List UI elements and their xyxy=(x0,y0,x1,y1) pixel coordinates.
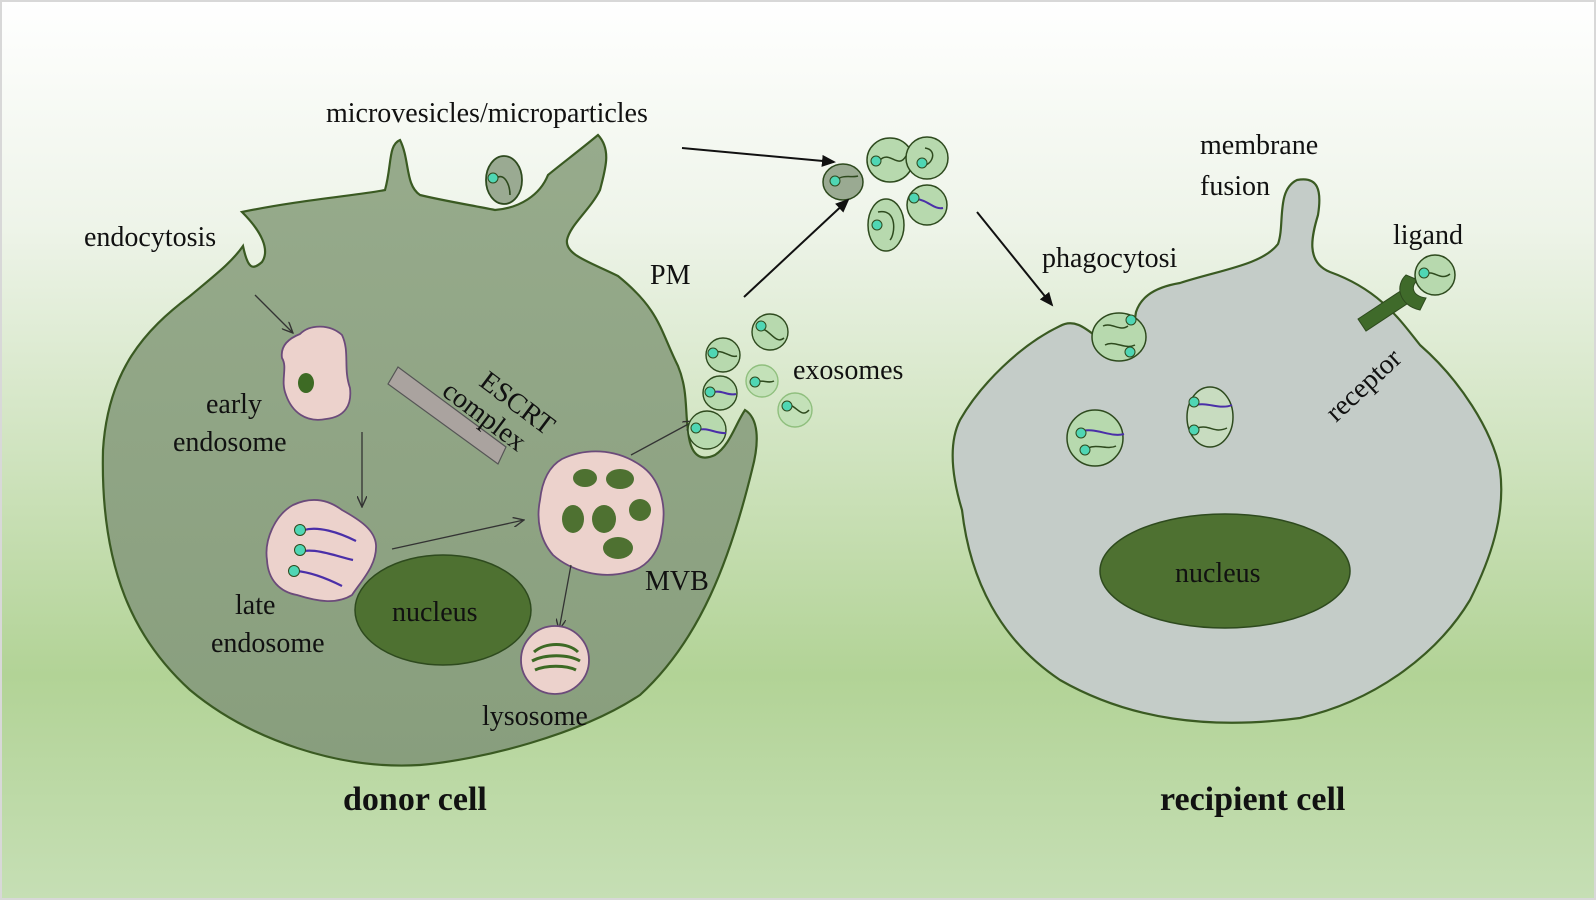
exosome xyxy=(702,375,738,411)
microvesicle xyxy=(822,163,864,201)
uptake-arrow xyxy=(976,211,1054,307)
label-fusion: fusion xyxy=(1200,171,1270,202)
mvb xyxy=(537,450,665,576)
label-exosomes: exosomes xyxy=(793,355,903,386)
exosome-cluster-donor xyxy=(687,313,813,450)
label-nucleus-recipient: nucleus xyxy=(1175,558,1261,589)
label-membrane: membrane xyxy=(1200,130,1318,161)
label-donor-cell: donor cell xyxy=(343,781,487,818)
internalized-exosome xyxy=(1066,409,1125,467)
exosome-release-arrow xyxy=(743,198,850,298)
label-early: early xyxy=(206,389,262,420)
lysosome xyxy=(520,625,590,695)
exosome xyxy=(751,313,789,351)
label-late: late xyxy=(235,590,275,621)
mvb-to-lysosome-arrow xyxy=(559,564,572,630)
early-endosome xyxy=(280,325,352,421)
donor-nucleus xyxy=(354,554,532,666)
recipient-nucleus xyxy=(1099,513,1351,629)
ligand-vesicle xyxy=(1414,254,1456,296)
escrt-complex-bar xyxy=(387,366,507,465)
phagocytosis-vesicle xyxy=(1091,312,1147,362)
label-ligand: ligand xyxy=(1393,220,1463,251)
donor-cell-membrane xyxy=(101,133,758,767)
microvesicle xyxy=(485,155,523,205)
label-mvb: MVB xyxy=(645,566,709,597)
label-phagocytosis: phagocytosi xyxy=(1042,243,1178,274)
exosome xyxy=(867,198,905,252)
exosome xyxy=(906,184,948,226)
vesicle-cluster-transit xyxy=(822,136,949,252)
label-nucleus-donor: nucleus xyxy=(392,597,478,628)
exosome xyxy=(905,136,949,180)
exosome xyxy=(777,392,813,428)
receptor xyxy=(1357,274,1427,332)
label-endocytosis: endocytosis xyxy=(84,222,216,253)
label-microvesicles: microvesicles/microparticles xyxy=(326,98,648,129)
endocytosis-arrow xyxy=(254,294,293,333)
label-late-endosome: endosome xyxy=(211,628,325,659)
label-lysosome: lysosome xyxy=(482,701,588,732)
exosome xyxy=(745,364,779,398)
microvesicle-arrow xyxy=(681,147,836,167)
label-pm: PM xyxy=(650,260,691,291)
mvb-to-exosome-arrow xyxy=(630,421,694,456)
late-endosome xyxy=(265,499,377,602)
exosome xyxy=(687,410,727,450)
late-to-mvb-arrow xyxy=(391,520,524,550)
exosome xyxy=(705,337,741,373)
label-recipient-cell: recipient cell xyxy=(1160,781,1345,818)
label-early-endosome: endosome xyxy=(173,427,287,458)
internalized-exosome xyxy=(1186,386,1234,448)
